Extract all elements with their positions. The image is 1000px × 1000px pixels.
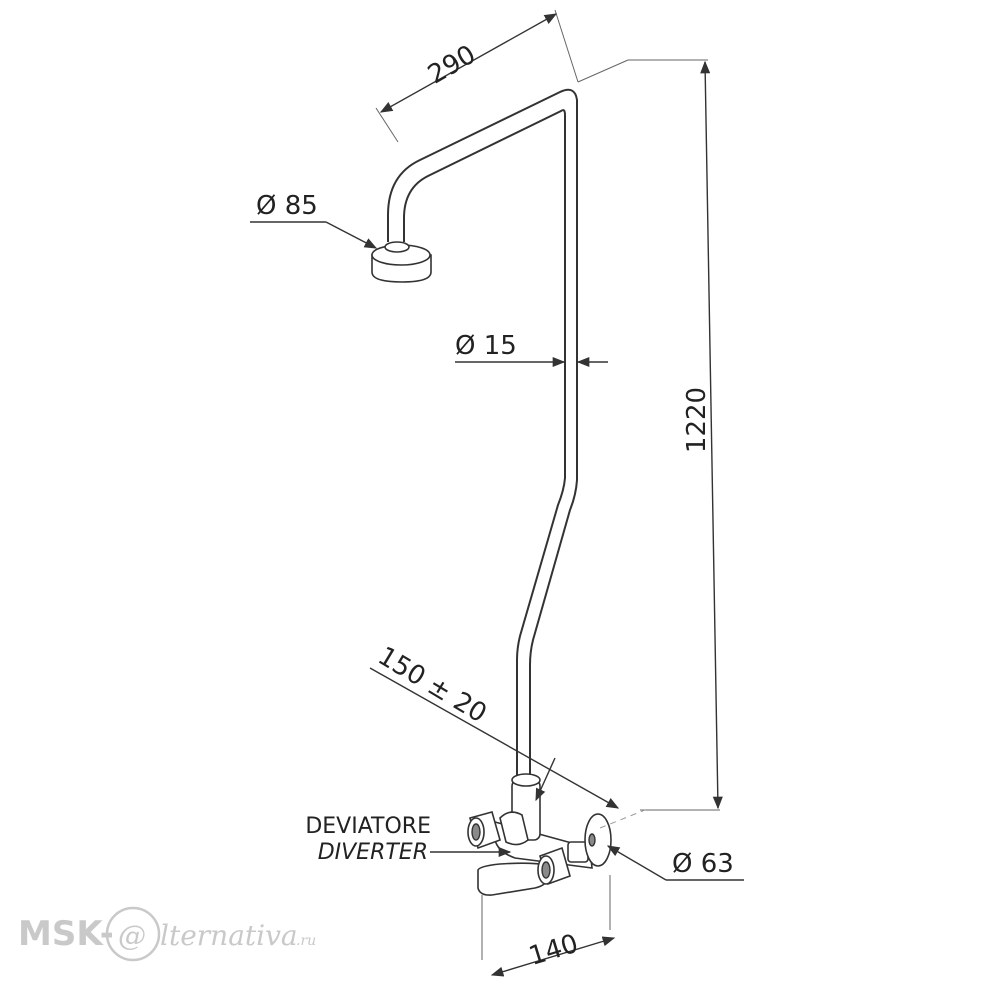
dimension-text-head-diameter: Ø 85 (256, 191, 318, 221)
dimension-flange-diameter: Ø 63 (606, 845, 744, 881)
diverter-label: DEVIATORE DIVERTER (305, 814, 512, 865)
left-handle (467, 811, 501, 850)
dimension-text-pipe-diameter: Ø 15 (455, 331, 517, 361)
mixer-tap (467, 773, 612, 896)
diverter-label-english: DIVERTER (318, 840, 428, 865)
dimension-text-140: 140 (526, 929, 582, 972)
dimension-pipe-diameter: Ø 15 (455, 331, 608, 368)
dimension-total-height: 1220 (577, 59, 723, 811)
dimension-text-center-distance: 150 ± 20 (373, 641, 492, 729)
watermark-prefix: MSK- (18, 914, 114, 954)
dimension-center-distance: 150 ± 20 (369, 641, 651, 829)
wall-flange (567, 813, 612, 867)
watermark-logo: MSK- @ lternativa .ru (18, 906, 316, 962)
dimension-text-1220: 1220 (682, 387, 712, 453)
shower-head (371, 241, 432, 283)
watermark-suffix: lternativa (160, 919, 298, 952)
diverter-label-italian: DEVIATORE (305, 814, 431, 839)
dimension-head-diameter: Ø 85 (250, 191, 378, 249)
dimension-text-flange-diameter: Ø 63 (672, 849, 734, 879)
dimension-arm-length: 290 (375, 9, 579, 143)
right-handle (537, 846, 571, 886)
diverter-knob (499, 811, 529, 846)
watermark-domain: .ru (296, 933, 316, 949)
shower-pipe (387, 88, 578, 790)
watermark-symbol: @ (118, 919, 146, 952)
